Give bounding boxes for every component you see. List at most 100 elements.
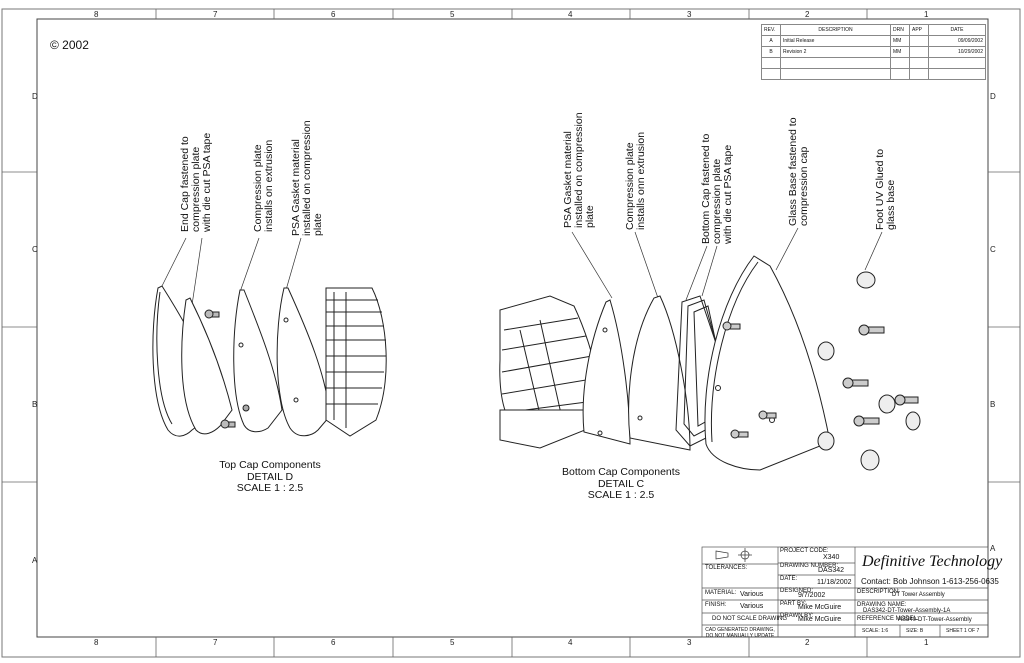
do-not-scale-note: DO NOT SCALE DRAWING [712, 616, 788, 622]
zone-col-8-bottom: 8 [94, 638, 99, 647]
zone-col-1: 1 [924, 10, 929, 19]
zone-row-d: D [32, 92, 38, 101]
zone-row-b: B [32, 400, 38, 409]
callout-compression-plate-bottom: Compression plate installs onn extrusion [624, 131, 647, 230]
tolerances-label: TOLERANCES: [705, 565, 748, 571]
zone-col-7: 7 [213, 10, 218, 19]
zone-col-4: 4 [568, 10, 573, 19]
sheet-value: SHEET 1 OF 7 [946, 628, 980, 634]
project-code-label: PROJECT CODE: [780, 548, 829, 554]
date-header: DATE [928, 24, 986, 36]
zone-col-6: 6 [331, 10, 336, 19]
description-value: DT Tower Assembly [892, 592, 945, 598]
finish-value: Various [740, 603, 764, 610]
part-by-value: Mike McGuire [798, 604, 842, 611]
detail-d-caption: Top Cap Components DETAIL D SCALE 1 : 2.… [200, 459, 340, 495]
drn-cell: MM [890, 46, 910, 58]
reference-model-label: REFERENCE MODEL: [857, 616, 919, 622]
drawn-by-value: Mike McGuire [798, 616, 842, 623]
detail-c-label: DETAIL C [597, 477, 645, 490]
material-label: MATERIAL: [705, 590, 737, 596]
zone-ticks [2, 9, 1020, 657]
company-logo: Definitive Technology [862, 553, 1003, 570]
zone-row-d-right: D [990, 92, 996, 101]
size-value: SIZE: B [906, 628, 924, 634]
date-value: 11/18/2002 [817, 579, 852, 586]
description-cell: Revision 2 [780, 46, 891, 58]
callout-psa-gasket-bottom: PSA Gasket material installed on compres… [562, 112, 596, 228]
callout-compression-plate-top: Compression plate installs on extrusion [252, 139, 275, 232]
zone-col-5: 5 [450, 10, 455, 19]
date-label: DATE: [780, 576, 798, 582]
revision-table: REV. DESCRIPTION DRN APP DATE A Initial … [761, 24, 986, 80]
table-row-empty [761, 57, 986, 69]
description-label: DESCRIPTION: [857, 589, 900, 595]
zone-col-8: 8 [94, 10, 99, 19]
inner-border [36, 18, 989, 638]
date-cell: 09/09/2002 [928, 35, 986, 47]
zone-col-2-bottom: 2 [805, 638, 810, 647]
zone-col-5-bottom: 5 [450, 638, 455, 647]
rev-cell: B [761, 46, 781, 58]
scale-value: SCALE: 1:6 [862, 628, 889, 634]
project-code-value: X340 [823, 554, 840, 561]
detail-d-scale: SCALE 1 : 2.5 [236, 482, 304, 494]
zone-col-4-bottom: 4 [568, 638, 573, 647]
callout-bottom-cap: Bottom Cap fastened to compression plate… [700, 133, 734, 244]
app-cell [909, 46, 929, 58]
projection-symbol [715, 548, 752, 562]
drawing-number-value: DAS342 [818, 567, 845, 574]
outer-border [1, 8, 1021, 658]
rev-cell: A [761, 35, 781, 47]
designed-value: 9/7/2002 [798, 592, 826, 599]
zone-row-c-right: C [990, 245, 996, 254]
detail-c-title: Bottom Cap Components [562, 466, 680, 478]
drawn-by-label: DRAWN BY: [780, 613, 814, 619]
top-cap-parts [152, 285, 387, 437]
detail-d-label: DETAIL D [246, 470, 294, 483]
table-row: B Revision 2 MM 10/29/2002 [761, 46, 986, 58]
date-cell: 10/29/2002 [928, 46, 986, 58]
zone-row-a: A [32, 556, 38, 565]
bottom-cap-parts [499, 255, 921, 471]
description-cell: Initial Release [780, 35, 891, 47]
drawing-number-label: DRAWING NUMBER: [780, 563, 839, 569]
table-row-empty [761, 68, 986, 80]
callout-foot: Foot UV Glued to glass base [874, 148, 897, 230]
callout-psa-gasket-top: PSA Gasket material installed on compres… [290, 120, 324, 236]
drn-cell: MM [890, 35, 910, 47]
zone-row-a-right: A [990, 544, 996, 553]
zone-row-c: C [32, 245, 38, 254]
zone-col-6-bottom: 6 [331, 638, 336, 647]
designed-label: DESIGNED: [780, 588, 814, 594]
zone-col-7-bottom: 7 [213, 638, 218, 647]
detail-c-scale: SCALE 1 : 2.5 [587, 489, 655, 501]
copyright-notice: © 2002 [50, 38, 89, 52]
contact-info: Contact: Bob Johnson 1-613-256-0635 [861, 577, 999, 586]
detail-c-caption: Bottom Cap Components DETAIL C SCALE 1 :… [536, 466, 706, 502]
drn-header: DRN [890, 24, 910, 36]
drawing-name-value: DAS342-DT-Tower-Assembly-1A [863, 608, 951, 614]
zone-col-3-bottom: 3 [687, 638, 692, 647]
zone-col-2: 2 [805, 10, 810, 19]
cad-note: CAD GENERATED DRAWING, DO NOT MANUALLY U… [705, 627, 775, 639]
finish-label: FINISH: [705, 602, 727, 608]
zone-col-3: 3 [687, 10, 692, 19]
material-value: Various [740, 591, 764, 598]
app-cell [909, 35, 929, 47]
zone-row-b-right: B [990, 400, 996, 409]
reference-model-value: AS340-DT-Tower-Assembly [898, 617, 972, 623]
table-row: A Initial Release MM 09/09/2002 [761, 35, 986, 47]
zone-col-1-bottom: 1 [924, 638, 929, 647]
drawing-name-label: DRAWING NAME: [857, 602, 907, 608]
rev-header: REV. [761, 24, 781, 36]
app-header: APP [909, 24, 929, 36]
callout-end-cap: End Cap fastened to compression plate wi… [179, 132, 213, 232]
revision-header-row: REV. DESCRIPTION DRN APP DATE [761, 24, 986, 36]
callout-glass-base: Glass Base fastened to compression cap [787, 117, 810, 226]
leader-lines [161, 227, 883, 306]
title-block-grid [701, 546, 989, 638]
detail-d-title: Top Cap Components [219, 459, 321, 471]
